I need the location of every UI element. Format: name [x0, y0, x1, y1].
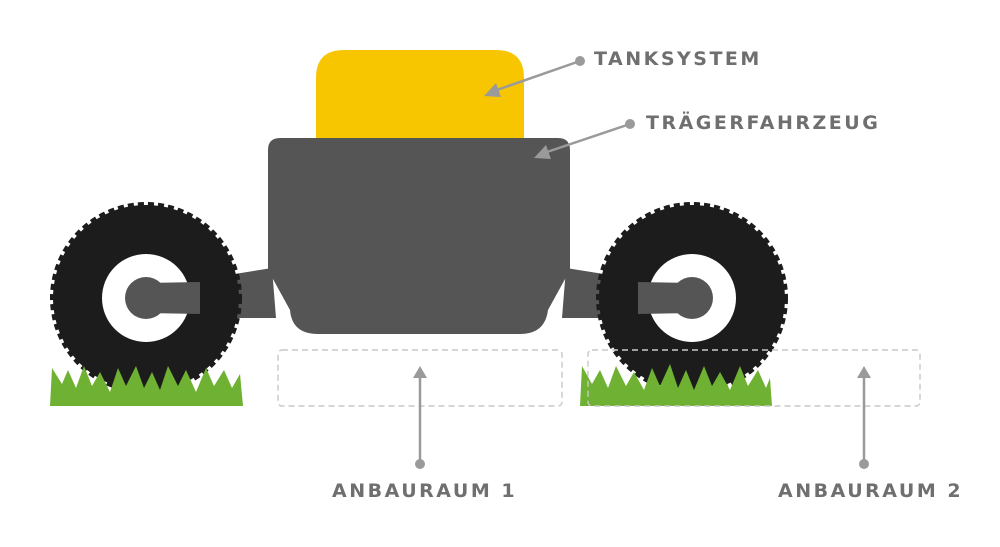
right-wheel — [596, 202, 788, 394]
mounting-space-1-pointer — [413, 366, 427, 469]
mounting-space-2-pointer — [857, 366, 871, 469]
tank-shape — [316, 50, 524, 142]
mounting-space-1-label: ANBAURAUM 1 — [332, 480, 518, 502]
left-axle-link — [146, 282, 200, 314]
mounting-space-2-area — [587, 349, 921, 407]
tank-pointer — [484, 56, 585, 97]
carrier-vehicle-label: TRÄGERFAHRZEUG — [646, 112, 881, 134]
left-grass — [50, 366, 243, 406]
carrier-pointer — [534, 119, 635, 159]
right-grass — [580, 364, 772, 406]
right-axle-link — [638, 282, 692, 314]
tank-system-label: TANKSYSTEM — [594, 48, 762, 70]
carrier-body — [268, 138, 570, 334]
left-wheel — [50, 202, 242, 394]
mounting-space-2-label: ANBAURAUM 2 — [778, 480, 964, 502]
